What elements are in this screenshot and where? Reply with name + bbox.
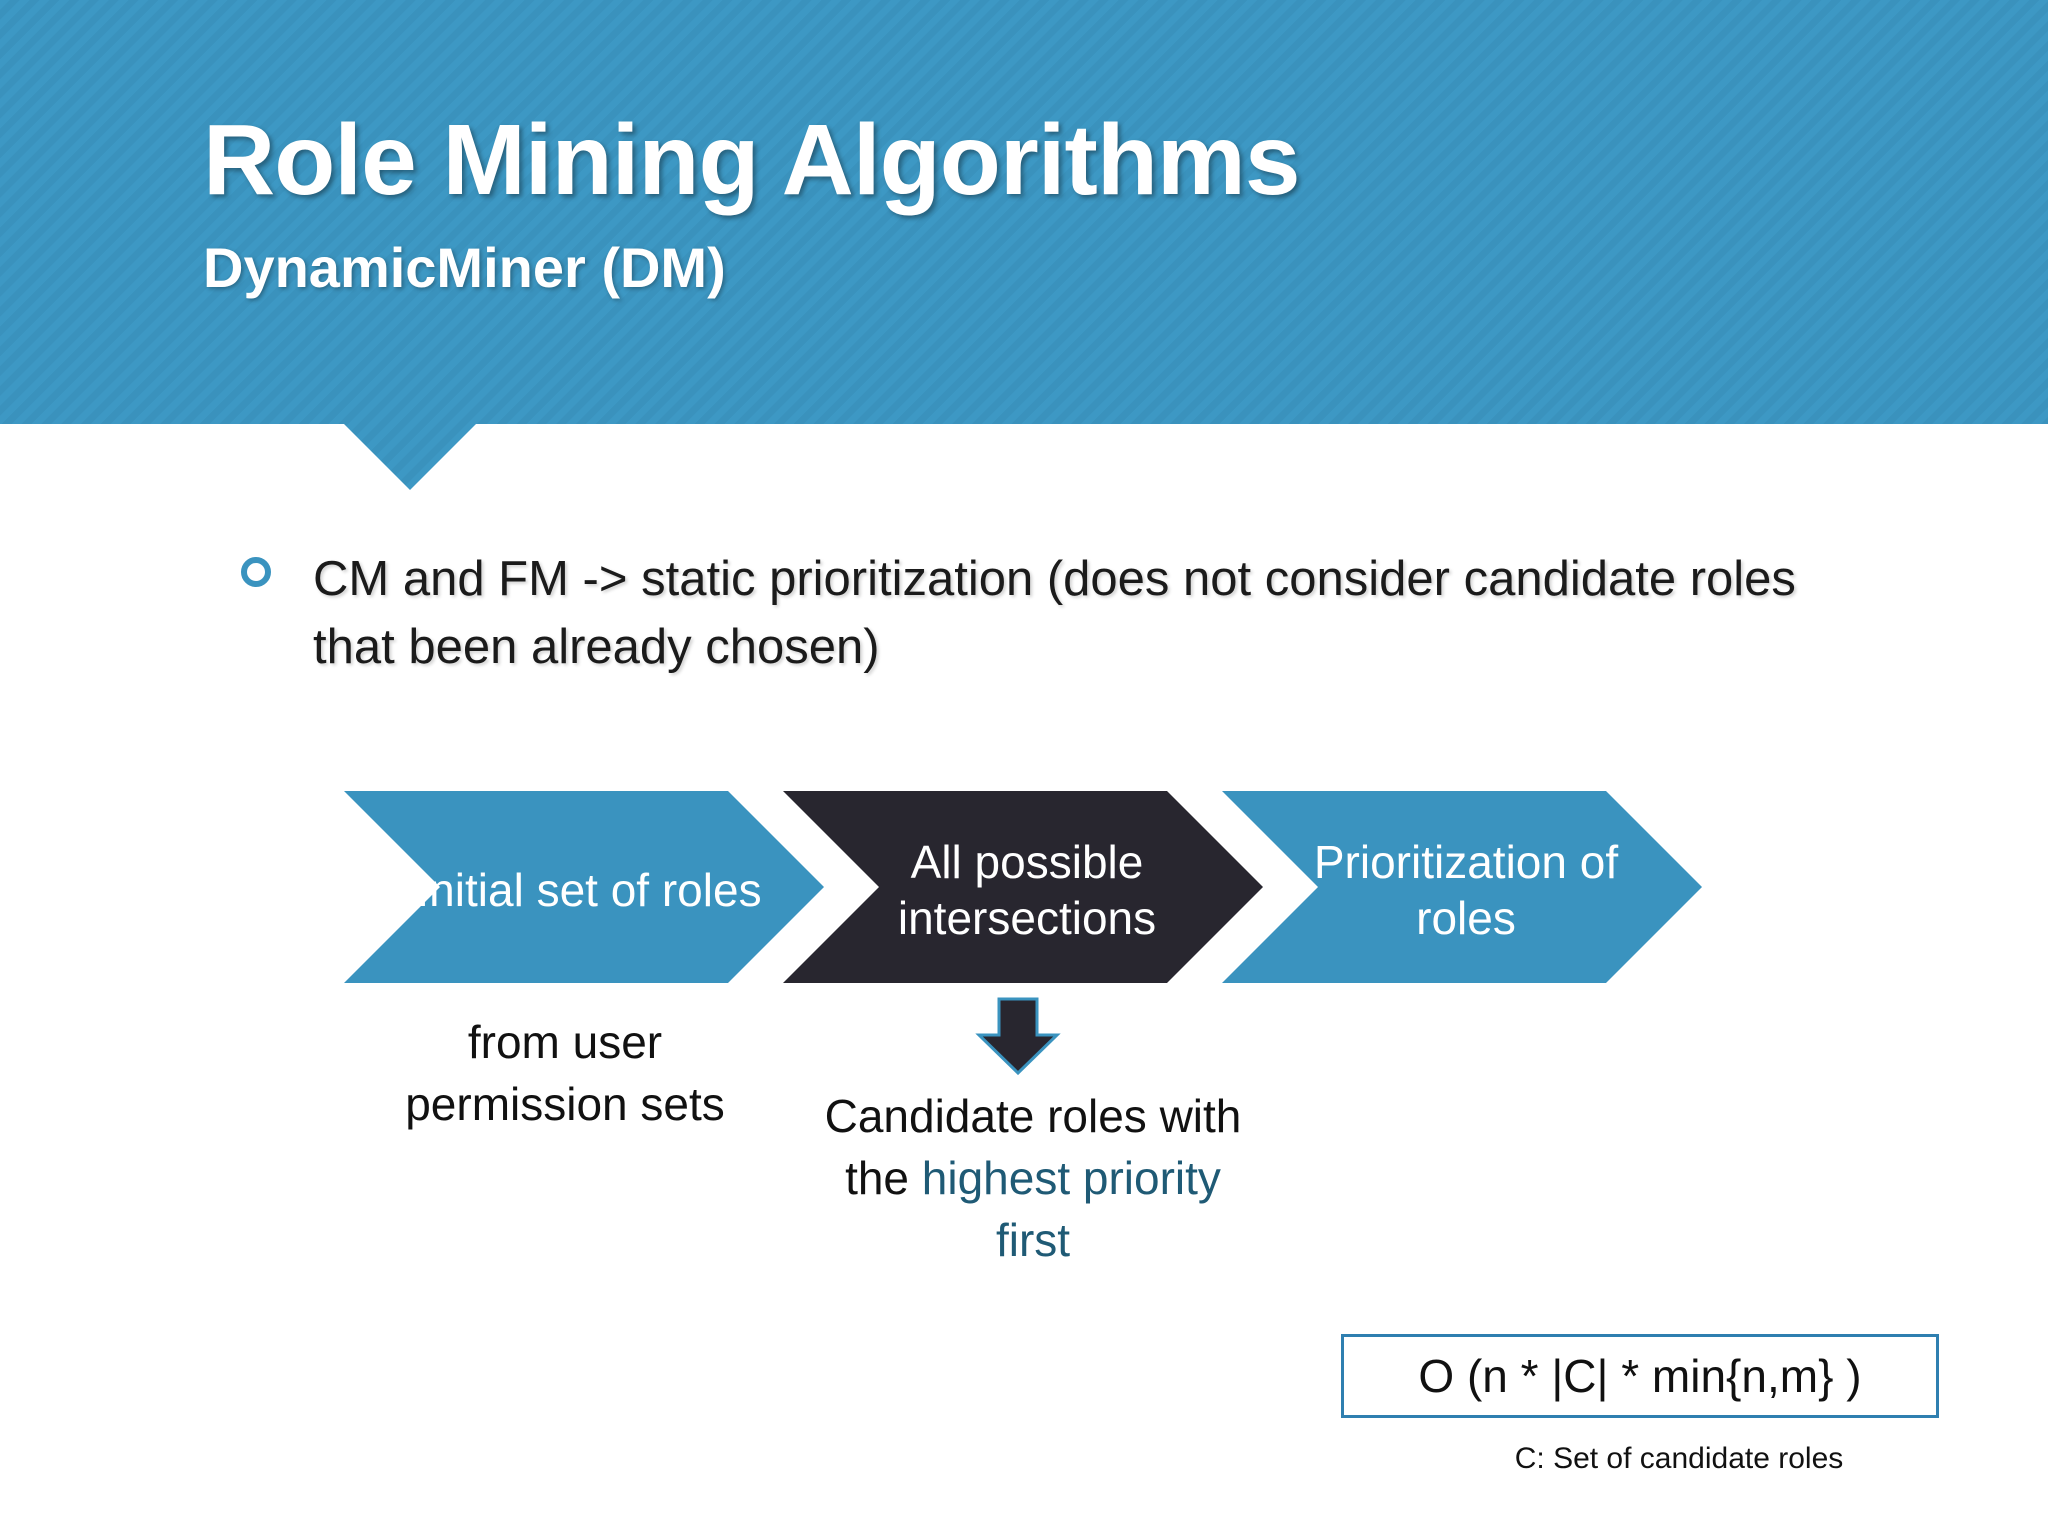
process-step-1-label: Initial set of roles (416, 864, 762, 916)
step2-note: Candidate roles with the highest priorit… (823, 1085, 1243, 1271)
process-step-3-label: Prioritization of roles (1313, 836, 1619, 944)
arrow-down-icon (975, 997, 1061, 1076)
header-banner (0, 0, 2048, 490)
bullet-text: CM and FM -> static prioritization (does… (313, 552, 1796, 674)
step1-note: from user permission sets (405, 1016, 725, 1130)
formula-caption: C: Set of candidate roles (1514, 1442, 1844, 1475)
bullet-circle-icon (241, 557, 271, 587)
complexity-formula-box: O (n * |C| * min{n,m} ) (1341, 1334, 1939, 1418)
process-step-2-label: All possible intersections (897, 836, 1157, 944)
step2-note-plain: Candidate roles with the (824, 1090, 1242, 1204)
page-title: Role Mining Algorithms (203, 104, 1300, 216)
step2-note-highlight: highest priority first (921, 1152, 1221, 1266)
page-subtitle: DynamicMiner (DM) (203, 236, 726, 299)
